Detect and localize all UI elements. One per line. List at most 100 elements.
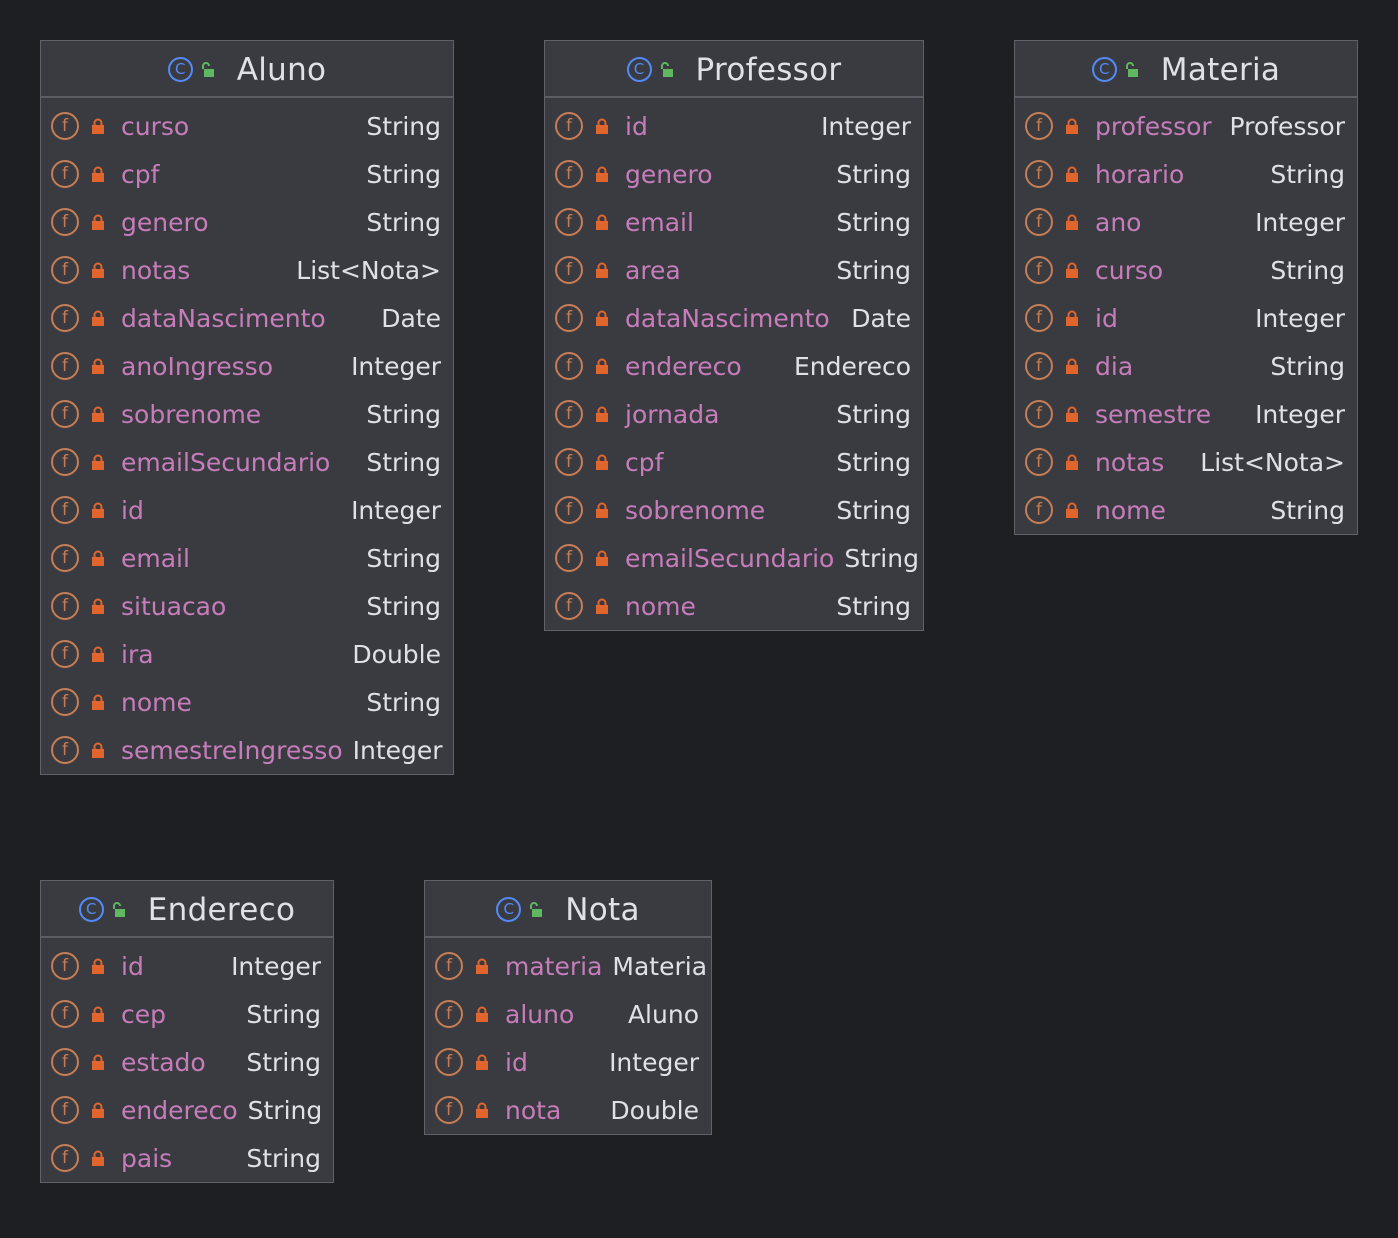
- field-type: String: [844, 543, 919, 573]
- field-name: horario: [1095, 159, 1185, 189]
- field-f-icon: f: [1025, 208, 1053, 236]
- field-name: cep: [121, 999, 166, 1029]
- field-type: Integer: [352, 735, 443, 765]
- field-name: genero: [121, 207, 209, 237]
- field-name: nome: [625, 591, 696, 621]
- lock-icon: [595, 262, 609, 278]
- class-name: Aluno: [236, 51, 327, 88]
- lock-icon: [1065, 454, 1079, 470]
- lock-icon: [91, 598, 105, 614]
- field-f-icon: f: [51, 736, 79, 764]
- unlock-icon: [527, 901, 543, 918]
- field-type: String: [246, 1143, 321, 1173]
- field-f-icon: f: [1025, 496, 1053, 524]
- field-type: Double: [352, 639, 441, 669]
- field-type: Integer: [821, 111, 911, 141]
- field-f-icon: f: [51, 1048, 79, 1076]
- lock-icon: [91, 1054, 105, 1070]
- field-name: id: [1095, 303, 1118, 333]
- class-name: Nota: [565, 891, 640, 928]
- field-name: notas: [121, 255, 191, 285]
- lock-icon: [91, 1150, 105, 1166]
- field-name: ano: [1095, 207, 1142, 237]
- field-name: cpf: [625, 447, 664, 477]
- field-f-icon: f: [555, 448, 583, 476]
- field-type: Aluno: [627, 999, 699, 1029]
- lock-icon: [475, 1006, 489, 1022]
- field-type: Professor: [1229, 111, 1345, 141]
- field-type: String: [366, 399, 441, 429]
- lock-icon: [91, 118, 105, 134]
- field-f-icon: f: [51, 256, 79, 284]
- field-f-icon: f: [1025, 304, 1053, 332]
- field-row[interactable]: f cpf String: [545, 438, 923, 486]
- field-name: jornada: [625, 399, 720, 429]
- field-name: situacao: [121, 591, 227, 621]
- field-f-icon: f: [555, 160, 583, 188]
- class-c-icon: C: [78, 897, 104, 922]
- field-name: semestre: [1095, 399, 1212, 429]
- field-type: Integer: [609, 1047, 699, 1077]
- field-name: nota: [505, 1095, 562, 1125]
- field-type: Date: [381, 303, 441, 333]
- field-type: String: [366, 543, 441, 573]
- field-f-icon: f: [51, 1000, 79, 1028]
- lock-icon: [595, 502, 609, 518]
- lock-icon: [475, 1102, 489, 1118]
- field-f-icon: f: [51, 112, 79, 140]
- field-type: String: [836, 447, 911, 477]
- field-type: String: [366, 687, 441, 717]
- field-type: String: [366, 591, 441, 621]
